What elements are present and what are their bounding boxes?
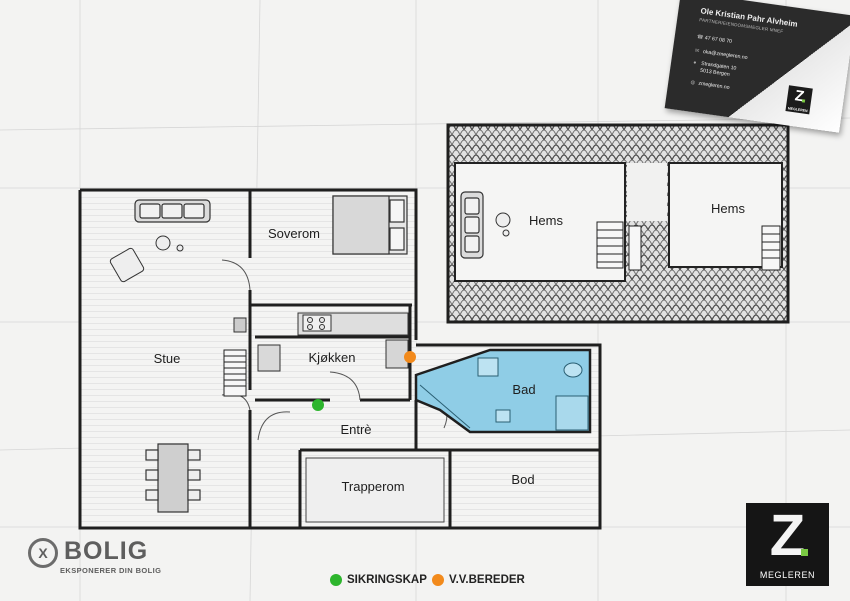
logo-letter: Z bbox=[769, 503, 806, 568]
room-label-soverom: Soverom bbox=[268, 226, 320, 241]
bed bbox=[332, 195, 408, 255]
card-logo-letter: Z bbox=[793, 87, 806, 106]
card-phone-value: 47 67 08 70 bbox=[704, 35, 733, 45]
card-logo: Z MEGLEREN bbox=[785, 85, 813, 115]
upper-floor bbox=[446, 123, 790, 324]
bathroom-area bbox=[414, 348, 592, 434]
hems-sofa bbox=[460, 191, 484, 259]
room-label-hems-left: Hems bbox=[529, 213, 563, 228]
room-label-bad: Bad bbox=[512, 382, 535, 397]
room-label-stue: Stue bbox=[154, 351, 181, 366]
legend-sikringsskap: SIKRINGSKAP bbox=[330, 572, 427, 588]
main-floor bbox=[78, 188, 602, 530]
bolig-house-icon: X bbox=[28, 538, 58, 568]
green-dot-icon bbox=[330, 574, 342, 586]
card-web: ◍zmegleren.no bbox=[690, 80, 730, 91]
card-phone: ☎47 67 08 70 bbox=[696, 34, 732, 45]
room-label-kjokken: Kjøkken bbox=[309, 350, 356, 365]
card-web-value: zmegleren.no bbox=[697, 80, 730, 91]
card-logo-word: MEGLEREN bbox=[787, 106, 808, 114]
sofa bbox=[134, 199, 211, 223]
kitchen-fixtures bbox=[257, 312, 409, 372]
bolig-logo: X BOLIG EKSPONERER DIN BOLIG bbox=[28, 535, 178, 583]
bolig-wordmark: BOLIG bbox=[64, 537, 149, 565]
card-email: ✉oka@zmegleren.no bbox=[695, 48, 748, 61]
legend-label-sikringsskap: SIKRINGSKAP bbox=[347, 574, 427, 586]
card-email-value: oka@zmegleren.no bbox=[702, 48, 748, 62]
logo-accent-square bbox=[801, 549, 808, 556]
vvbereder-marker bbox=[404, 351, 416, 363]
logo-word: MEGLEREN bbox=[759, 570, 816, 580]
sikringsskap-marker bbox=[312, 399, 324, 411]
zmegleren-logo: Z MEGLEREN bbox=[746, 503, 829, 586]
room-label-trapperom: Trapperom bbox=[341, 479, 404, 494]
orange-dot-icon bbox=[432, 574, 444, 586]
room-label-entre: Entrè bbox=[340, 422, 371, 437]
legend-label-vvbereder: V.V.BEREDER bbox=[449, 574, 525, 586]
room-label-bod: Bod bbox=[511, 472, 534, 487]
room-label-hems-right: Hems bbox=[711, 201, 745, 216]
card-logo-accent bbox=[801, 99, 806, 103]
bolig-tagline: EKSPONERER DIN BOLIG bbox=[60, 566, 162, 575]
legend-vvbereder: V.V.BEREDER bbox=[432, 572, 525, 588]
dining-table bbox=[145, 443, 201, 513]
